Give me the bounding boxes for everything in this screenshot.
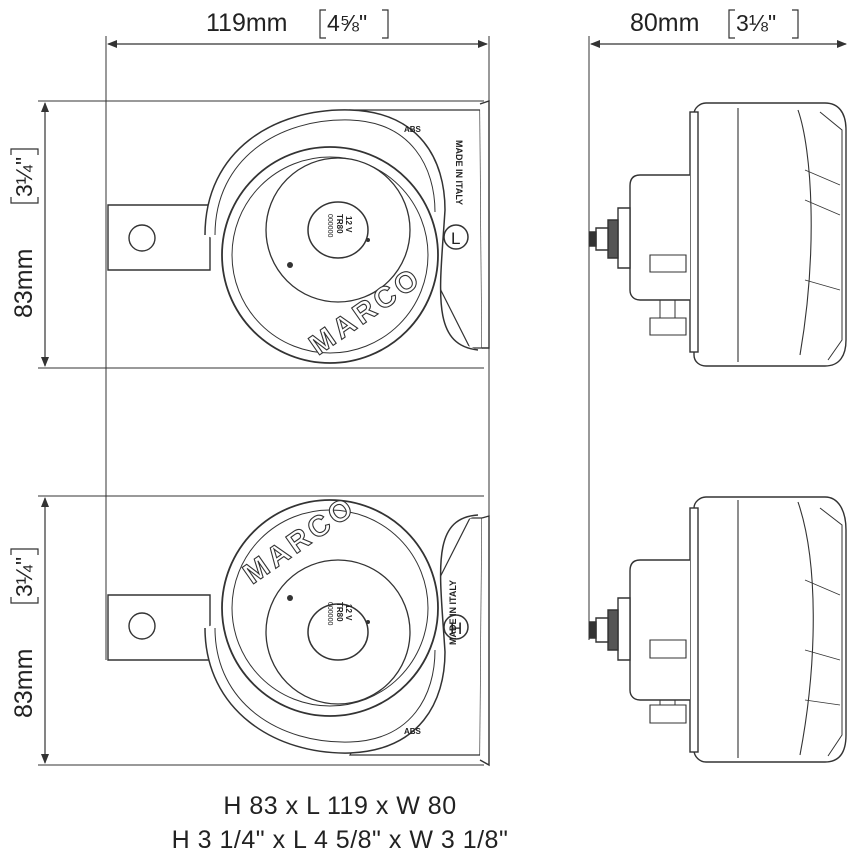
horn-low-badge: L xyxy=(451,229,460,248)
length-metric-label: 119mm xyxy=(206,9,288,37)
height-top-metric-label: 83mm xyxy=(10,249,38,318)
width-imperial-label: 3⅛" xyxy=(736,10,776,36)
spec-metric: H 83 x L 119 x W 80 xyxy=(223,792,457,820)
height-bottom-metric-label: 83mm xyxy=(10,649,38,718)
width-dimension: 80mm 3⅛" xyxy=(588,9,847,640)
horn-low-side-view xyxy=(589,102,847,367)
horn-high-voltage: 12 V xyxy=(344,604,353,621)
spec-imperial: H 3 1/4" x L 4 5/8" x W 3 1/8" xyxy=(171,826,509,854)
height-top-dimension: 83mm 3¼" xyxy=(10,100,484,369)
horn-low-voltage: 12 V xyxy=(344,216,353,233)
horn-high-code: TR80 xyxy=(335,602,344,622)
height-bottom-dimension: 83mm 3¼" xyxy=(10,495,484,766)
height-bottom-imperial-label: 3¼" xyxy=(11,557,37,597)
width-metric-label: 80mm xyxy=(630,9,699,37)
horn-low-front-view: L MARCO MADE IN ITALY ABS 12 V TR80 0000… xyxy=(107,100,490,364)
horn-high-mark: ABS xyxy=(404,727,422,736)
horn-low-origin: MADE IN ITALY xyxy=(454,140,464,205)
horn-high-origin: MADE IN ITALY xyxy=(448,580,458,645)
horn-low-serial: 000000 xyxy=(326,214,333,237)
height-top-imperial-label: 3¼" xyxy=(11,157,37,197)
horn-high-front-view: H MARCO MADE IN ITALY ABS 12 V TR80 0000… xyxy=(107,490,490,767)
horn-high-badge: H xyxy=(450,619,462,638)
horn-low-code: TR80 xyxy=(335,214,344,234)
horn-high-serial: 000000 xyxy=(326,602,333,625)
horn-low-mark: ABS xyxy=(404,125,422,134)
horn-high-side-view xyxy=(589,496,847,763)
length-imperial-label: 4⅝" xyxy=(327,10,367,36)
